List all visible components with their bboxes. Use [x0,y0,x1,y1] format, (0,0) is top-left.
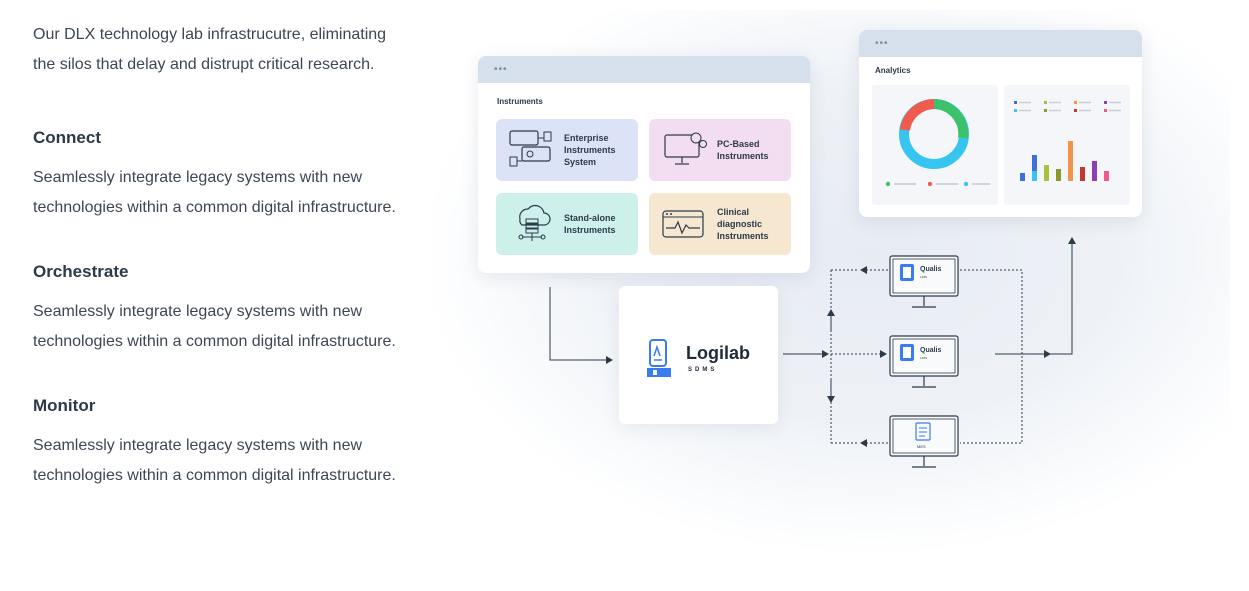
heartbeat-monitor-icon [662,210,704,238]
section-body-monitor: Seamlessly integrate legacy systems with… [33,437,396,484]
system-monitor-qualis-middle: Qualis LIMS [889,335,959,389]
bar-chart-legend [1014,101,1121,112]
connector-instruments-to-logilab [549,287,613,364]
monitor-icon [889,415,959,468]
intro-text: Our DLX technology lab infrastrucutre, e… [33,26,387,73]
system-monitor-qualis-top: Qualis LIMS [889,255,959,309]
monitor-icon [889,335,959,388]
instruments-title: Instruments [497,97,543,106]
donut-chart [885,99,990,187]
window-dots: ••• [494,64,508,75]
logilab-sdms-box: Logilab SDMS [619,286,778,424]
logilab-name: Logilab [686,343,750,363]
monitor-label: Qualis [920,266,942,273]
analytics-title: Analytics [875,66,911,75]
tile-label: PC-Based Instruments [717,139,769,161]
tile-enterprise-instruments: Enterprise Instruments System [496,119,638,181]
tile-label: Clinical diagnostic Instruments [717,207,769,241]
window-dots: ••• [875,38,889,49]
section-title-orchestrate: Orchestrate [33,262,129,281]
tile-label: Stand-alone Instruments [564,213,616,235]
monitor-sublabel: LIMS [920,275,928,279]
logilab-logo-icon [647,339,671,377]
section-body-connect: Seamlessly integrate legacy systems with… [33,169,396,216]
connector-bus-right [960,269,1023,444]
tile-label: Enterprise Instruments System [564,133,616,167]
monitor-icon [889,255,959,308]
section-title-monitor: Monitor [33,396,96,415]
logilab-subtitle: SDMS [688,367,718,373]
window-title-bar: ••• [859,30,1142,57]
monitor-sublabel: LIMS [920,356,928,360]
monitor-sublabel: MES [917,444,926,449]
cloud-server-icon [518,204,551,241]
monitor-label: Qualis [920,347,942,354]
bar-chart-bars [1020,141,1109,181]
section-title-connect: Connect [33,128,101,147]
connector-to-analytics [1050,237,1076,355]
section-body-orchestrate: Seamlessly integrate legacy systems with… [33,303,396,350]
system-monitor-mes: MES [889,415,959,469]
tile-pc-based-instruments: PC-Based Instruments [649,119,791,181]
instruments-window: ••• Instruments Enterprise Instruments S… [478,56,810,273]
analytics-window: ••• Analytics [859,30,1142,217]
window-title-bar: ••• [478,56,810,83]
donut-chart-panel [872,85,998,205]
pc-gears-icon [664,132,707,165]
bar-chart [1014,101,1121,181]
tile-clinical-diagnostic-instruments: Clinical diagnostic Instruments [649,193,791,255]
bar-chart-panel [1004,85,1130,205]
tile-standalone-instruments: Stand-alone Instruments [496,193,638,255]
enterprise-system-icon [509,130,552,167]
feature-copy: Our DLX technology lab infrastrucutre, e… [33,20,403,484]
